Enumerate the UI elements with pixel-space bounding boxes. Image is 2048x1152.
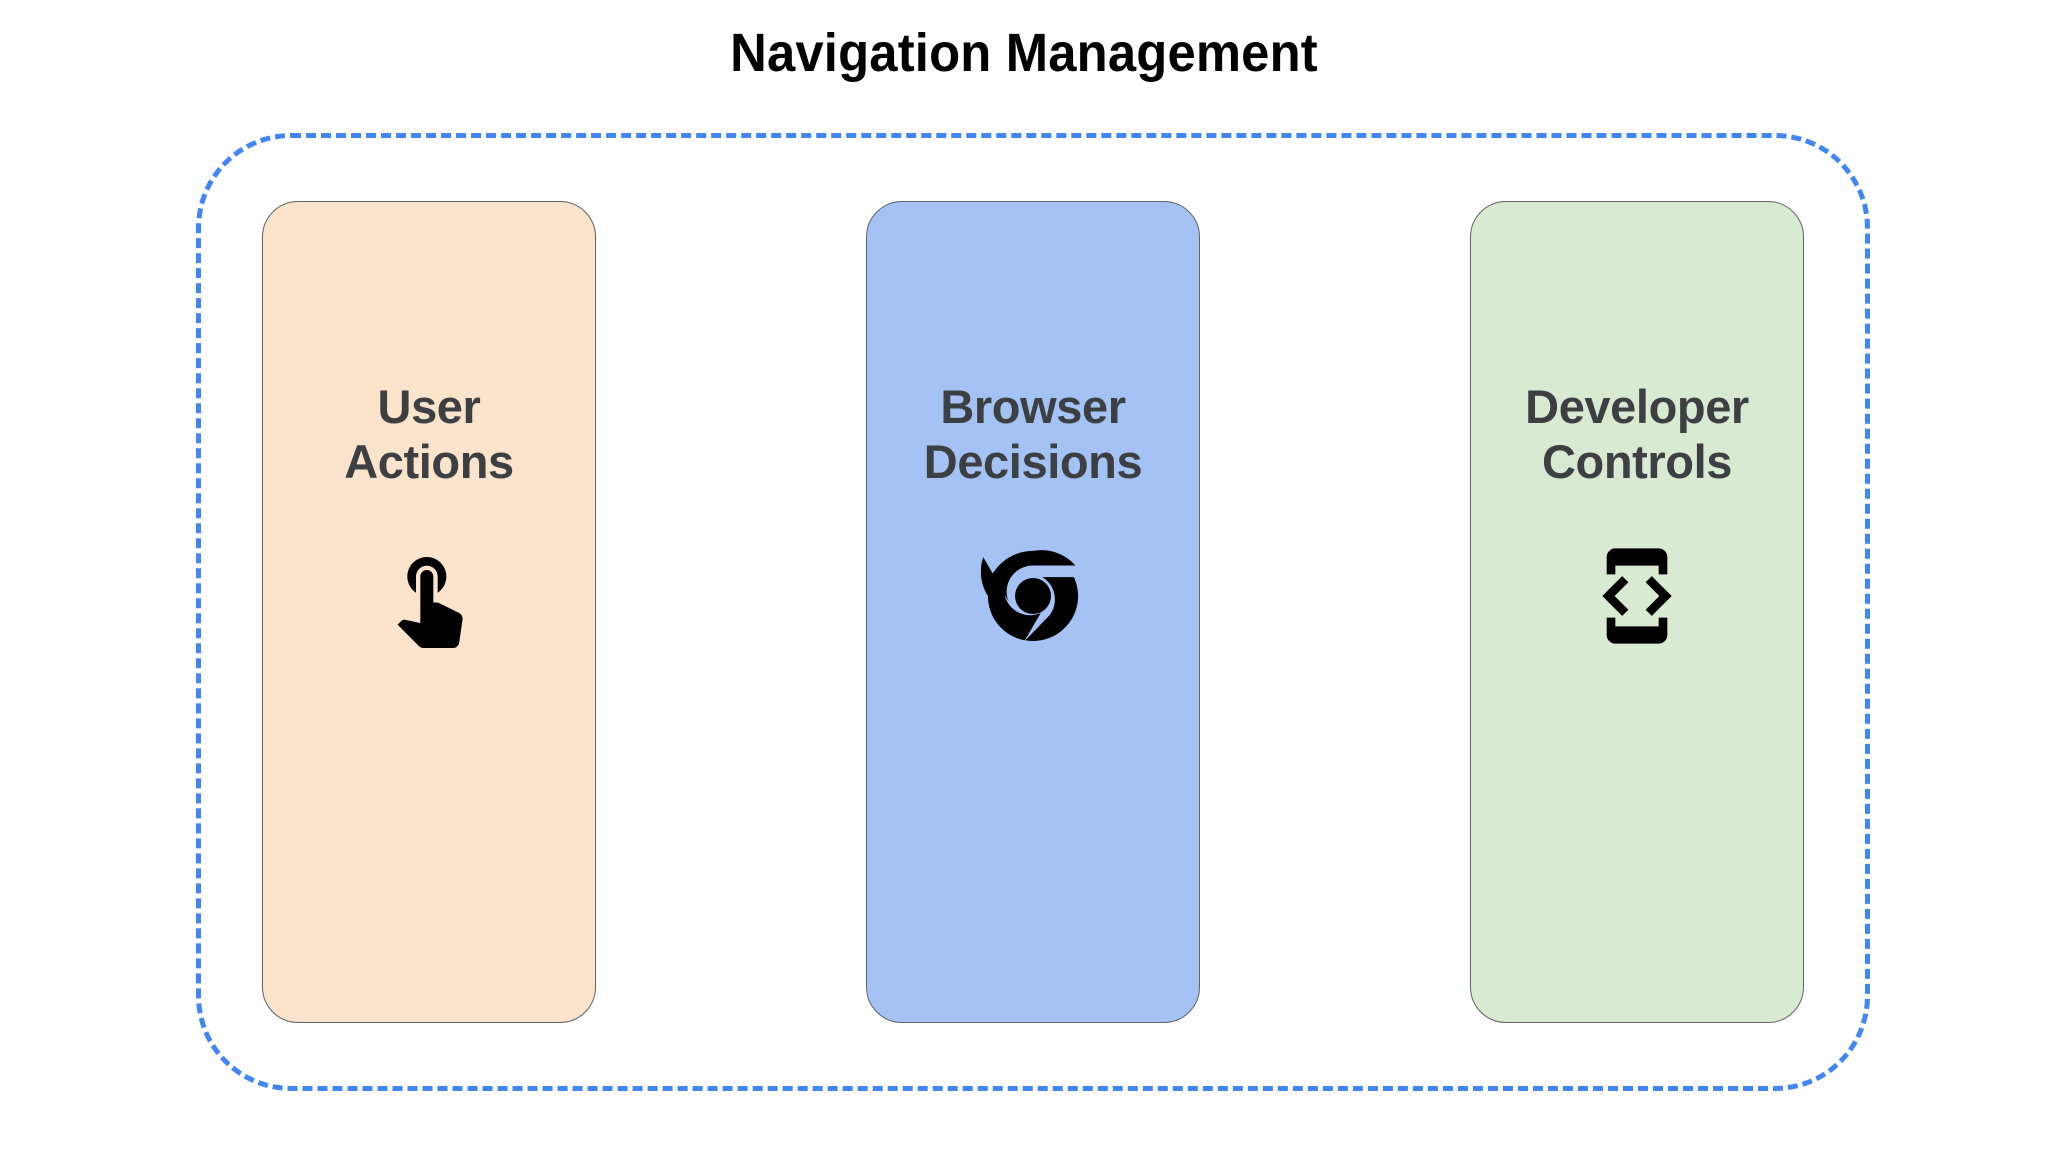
card-label-line2-browser-decisions: Decisions: [923, 434, 1143, 488]
page-title: Navigation Management: [730, 23, 1318, 83]
navigation-management-group-outline: [196, 133, 1870, 1091]
developer-mode-icon: [1585, 544, 1689, 648]
card-label-line1-developer-controls: Developer: [1525, 380, 1749, 433]
card-label-line1-browser-decisions: Browser: [940, 380, 1126, 433]
chrome-logo-icon: [981, 544, 1085, 648]
card-label-line2-user-actions: Actions: [344, 434, 514, 488]
card-label-line2-developer-controls: Controls: [1541, 434, 1732, 488]
card-label-line1-user-actions: User: [377, 380, 481, 433]
touch-app-icon: [377, 544, 481, 648]
